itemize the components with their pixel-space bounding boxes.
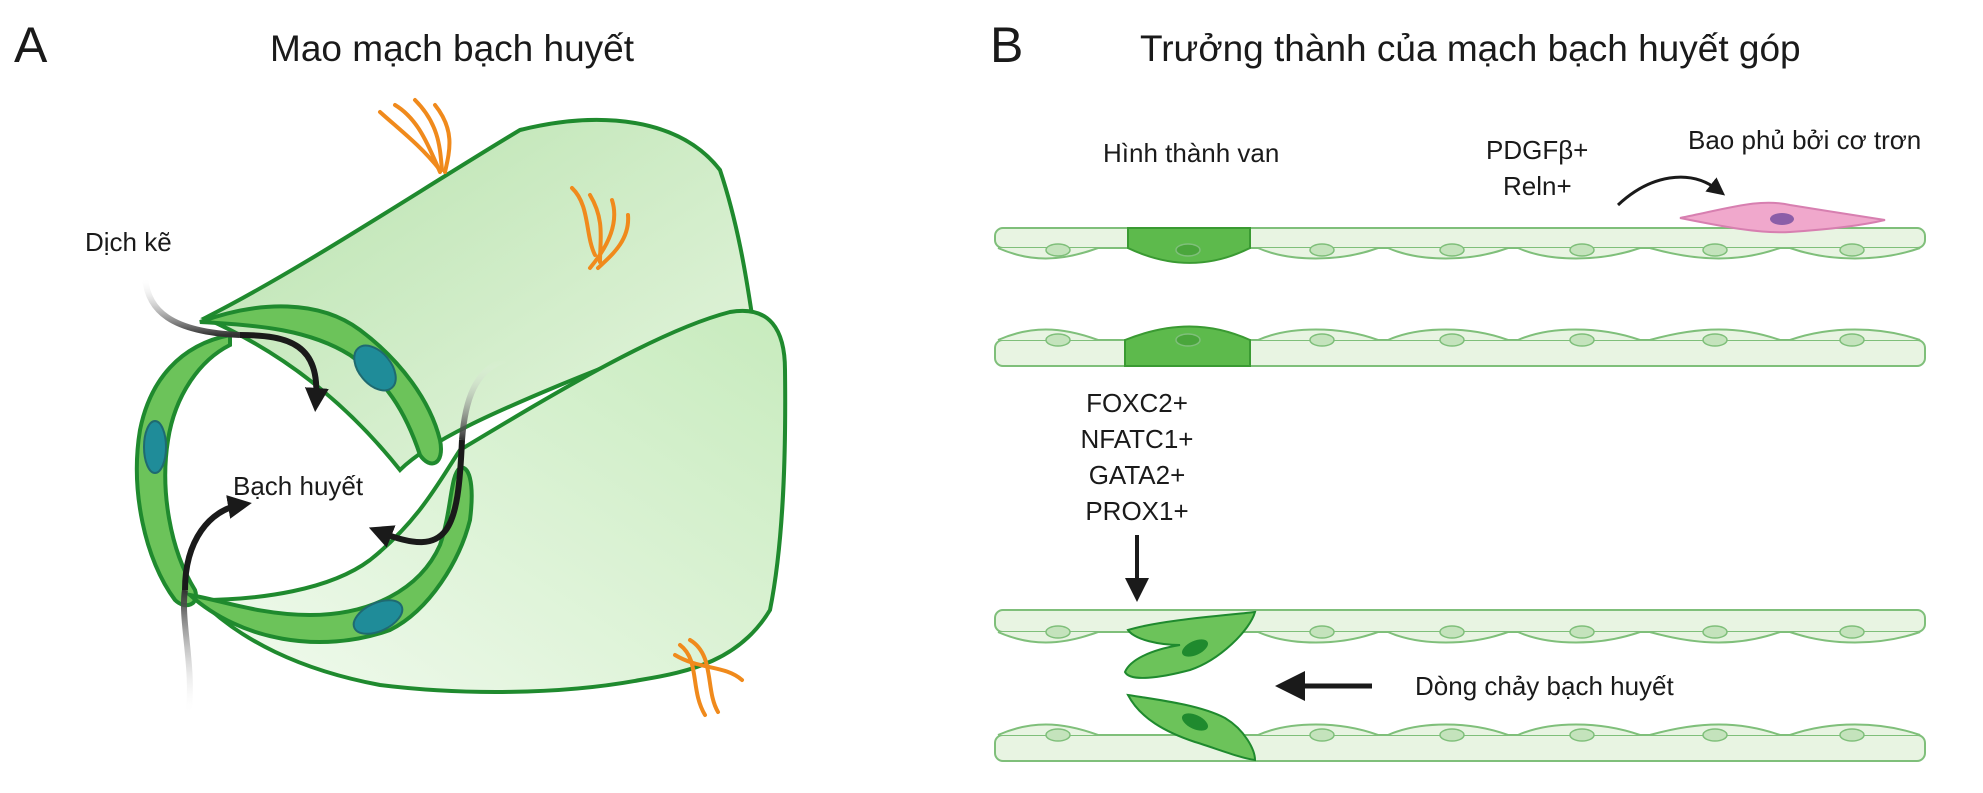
panel-b-letter: B <box>990 17 1024 73</box>
anchoring-filament <box>673 638 744 717</box>
endothelial-cell-left <box>134 332 232 608</box>
lymph-flow-label: Dòng chảy bạch huyết <box>1415 671 1674 701</box>
inflow-arrow-bottom <box>182 495 252 591</box>
panel-a-title: Mao mạch bạch huyết <box>270 28 635 69</box>
inflow-arrow-right <box>368 439 465 548</box>
transcription-factor-markers: FOXC2+ NFATC1+ GATA2+ PROX1+ <box>1075 385 1199 529</box>
interstitial-flow-arrow <box>239 332 329 412</box>
interstitial-fluid-path <box>142 277 241 338</box>
nucleus-top <box>353 344 397 392</box>
endothelial-row-1 <box>994 201 1926 264</box>
nucleus-bottom <box>352 599 404 635</box>
capillary-front-wall <box>195 308 788 694</box>
panel-a-letter: A <box>14 17 48 73</box>
nucleus-left <box>143 420 167 474</box>
tf-marker-prox1: PROX1+ <box>1085 496 1189 526</box>
smooth-muscle-coverage-label: Bao phủ bởi cơ trơn <box>1688 125 1922 155</box>
valve-formation-label: Hình thành van <box>1103 138 1280 168</box>
panel-b-title: Trưởng thành của mạch bạch huyết góp <box>1140 28 1801 69</box>
lymphatic-capillary-illustration <box>134 98 788 717</box>
pdgf-marker-2: Reln+ <box>1503 171 1572 201</box>
lymph-lumen-label: Bạch huyết <box>233 471 364 501</box>
inflow-path-right <box>459 357 507 441</box>
pdgf-marker-1: PDGFβ+ <box>1486 135 1589 165</box>
inflow-path-bottom <box>180 589 193 716</box>
endothelial-row-2 <box>994 325 1926 367</box>
tf-marker-foxc2: FOXC2+ <box>1086 388 1188 418</box>
tf-marker-gata2: GATA2+ <box>1088 460 1186 490</box>
endothelial-row-4 <box>994 723 1926 762</box>
endothelial-row-3 <box>994 609 1926 644</box>
tf-marker-nfatc1: NFATC1+ <box>1080 424 1194 454</box>
interstitial-fluid-label: Dịch kẽ <box>85 227 172 257</box>
anchoring-filament <box>570 186 631 270</box>
anchoring-filament <box>378 98 452 174</box>
pdgf-to-smc-arrow <box>1616 175 1726 207</box>
collecting-vessel-illustration <box>994 175 1926 762</box>
